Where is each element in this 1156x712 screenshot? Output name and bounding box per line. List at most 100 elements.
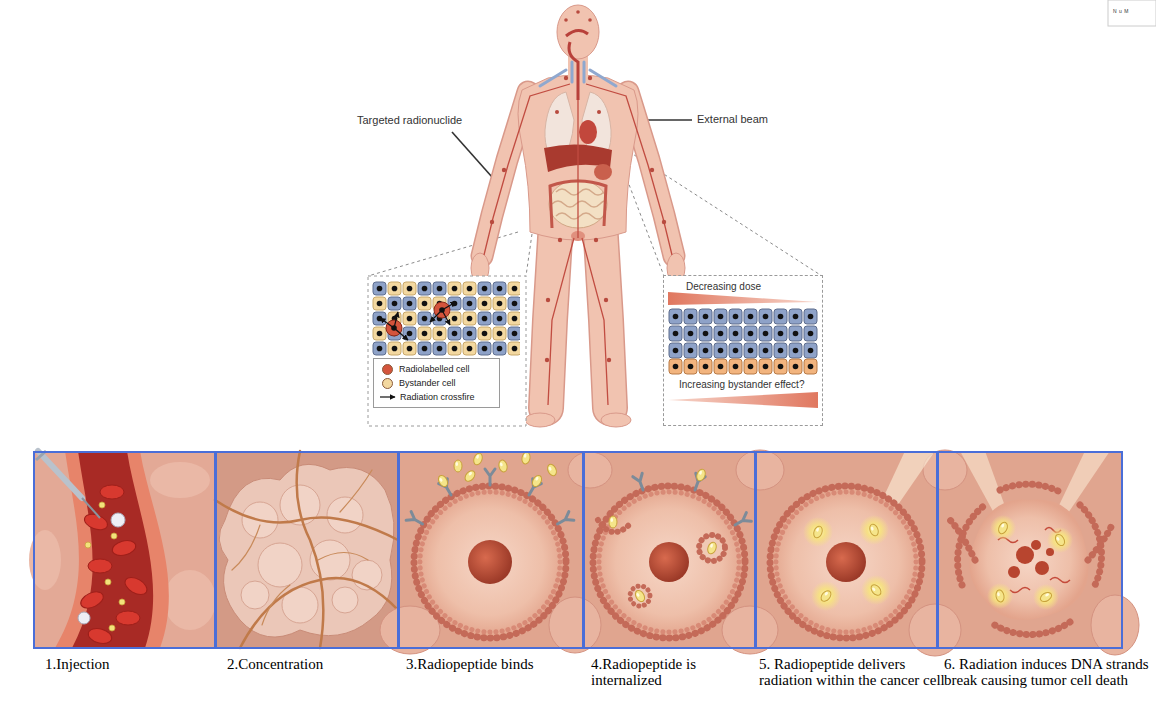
tumor-illustration	[327, 497, 363, 533]
tissue-background	[722, 606, 778, 654]
dying-cell	[1000, 484, 1060, 492]
human-figure	[569, 42, 578, 100]
injection-illustration	[38, 451, 82, 498]
pointer-label: External beam	[697, 113, 768, 125]
dying-cell	[997, 521, 1009, 535]
tumor-illustration	[215, 451, 398, 648]
injection-illustration	[119, 599, 125, 605]
dose-gradient-inset	[664, 276, 822, 425]
irradiated-cell	[859, 515, 889, 545]
internalizing-cell	[593, 468, 751, 638]
tissue-background	[380, 450, 1139, 656]
human-figure	[564, 18, 568, 22]
injection-illustration	[33, 451, 215, 648]
tumor-illustration	[297, 451, 324, 648]
tumor-illustration	[258, 543, 302, 587]
injection-illustration	[164, 570, 216, 630]
human-figure	[484, 84, 570, 255]
dose-inset: Decreasing doseIncreasing bystander effe…	[663, 275, 823, 426]
tumor-illustration	[215, 451, 398, 648]
dying-cell	[969, 500, 1088, 621]
human-figure	[590, 70, 616, 86]
human-figure	[545, 358, 549, 362]
tissue-background	[380, 450, 1139, 656]
injection-illustration	[150, 462, 210, 498]
step-caption: 2.Concentration	[227, 656, 397, 672]
dying-cell	[1033, 584, 1059, 610]
tumor-illustration	[340, 470, 372, 512]
injection-illustration	[78, 485, 150, 646]
internalizing-cell	[649, 542, 689, 582]
injection-illustration	[100, 485, 124, 499]
irradiated-cell	[868, 523, 880, 537]
cell-crossfire-inset	[380, 318, 394, 328]
internalizing-cell	[593, 486, 745, 638]
human-figure	[597, 110, 601, 114]
legend-arrow-sample	[380, 396, 395, 397]
human-figure	[540, 70, 566, 86]
tissue-background	[568, 452, 612, 488]
human-figure	[577, 100, 578, 238]
binding-cell	[420, 492, 560, 632]
step-panel: 4.Radiopeptide is internalized	[583, 451, 756, 649]
logo-box	[1108, 0, 1156, 26]
tumor-illustration	[219, 464, 394, 637]
human-figure	[564, 76, 568, 80]
tumor-illustration	[332, 587, 358, 613]
injection-illustration	[116, 611, 140, 625]
human-figure	[600, 222, 610, 408]
dying-cell	[1039, 591, 1053, 604]
dose-gradient-inset	[668, 358, 818, 375]
dose-gradient-inset	[664, 276, 822, 425]
inset-caption: Increasing bystander effect?	[679, 379, 819, 391]
binding-cell	[498, 459, 509, 473]
dose-gradient-inset	[668, 392, 818, 408]
dying-cell	[1035, 561, 1049, 575]
internalizing-cell	[633, 473, 648, 491]
human-figure	[525, 413, 555, 427]
human-figure	[650, 168, 654, 172]
legend-row: Radiolabelled cell	[378, 362, 495, 376]
step-panel: 1.Injection	[33, 451, 216, 649]
irradiated-cell	[819, 589, 833, 603]
dose-gradient-inset	[668, 292, 818, 305]
dose-gradient-inset	[668, 308, 818, 359]
injection-illustration	[78, 612, 90, 624]
dying-cell	[1031, 540, 1041, 550]
dying-cell	[950, 520, 975, 560]
binding-cell	[546, 463, 558, 477]
internalizing-cell	[599, 492, 739, 632]
logo-box	[1108, 0, 1156, 26]
step-panel: 2.Concentration	[215, 451, 399, 649]
cell-crossfire-inset	[430, 310, 442, 322]
binding-cell	[406, 512, 425, 529]
injection-illustration	[99, 502, 105, 508]
injection-illustration	[109, 625, 115, 631]
injection-illustration	[29, 451, 216, 648]
injection-illustration	[111, 513, 125, 527]
tissue-background	[549, 597, 601, 653]
injection-illustration	[85, 502, 125, 631]
tissue-background	[1091, 595, 1139, 655]
internalizing-cell	[630, 586, 650, 606]
irradiated-cell	[812, 525, 824, 539]
human-figure	[540, 62, 616, 86]
human-figure	[558, 238, 562, 242]
legend-text: Radiolabelled cell	[399, 364, 470, 374]
human-figure	[546, 298, 550, 302]
dying-cell	[950, 484, 1112, 634]
human-figure	[583, 62, 586, 82]
dying-cell	[1047, 527, 1073, 553]
irradiated-cell	[776, 492, 916, 632]
human-figure	[588, 76, 592, 80]
human-figure	[594, 164, 612, 180]
internalizing-cell	[634, 589, 647, 603]
legend-box: Radiolabelled cellBystander cellRadiatio…	[373, 358, 500, 408]
irradiated-cell	[770, 486, 922, 638]
tumor-illustration	[240, 578, 398, 648]
injection-illustration	[55, 451, 169, 648]
cell-crossfire-inset	[394, 312, 398, 328]
cell-crossfire-inset	[442, 310, 450, 325]
